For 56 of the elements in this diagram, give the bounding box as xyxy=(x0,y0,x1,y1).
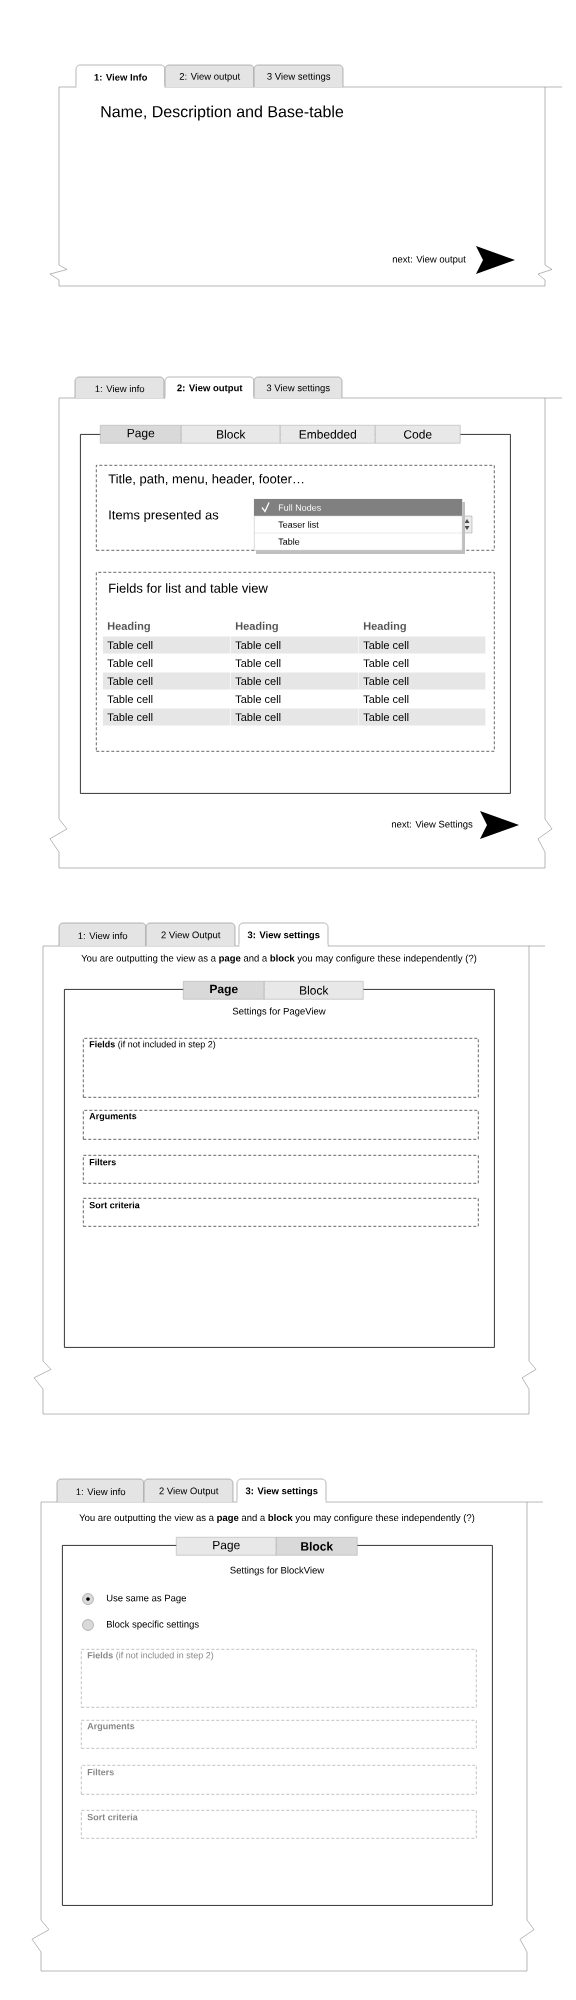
field-group-box: Fields (if not included in step 2) xyxy=(83,1038,479,1098)
segment-button: Block xyxy=(181,425,281,444)
table-cell: Table cell xyxy=(103,708,231,726)
segment-button: Page xyxy=(183,981,265,1000)
tab: 1: View info xyxy=(74,376,165,399)
table-cell: Table cell xyxy=(231,636,359,654)
table-cell: Table cell xyxy=(103,636,231,654)
tab: 3 View settings xyxy=(253,376,343,399)
field-group-box: Arguments xyxy=(83,1110,479,1140)
table-heading: Heading xyxy=(235,621,278,633)
segment-button: Page xyxy=(176,1537,277,1556)
table-cell: Table cell xyxy=(363,695,409,704)
table-cell: Table cell xyxy=(107,695,153,704)
tab: 1: View info xyxy=(56,1478,145,1503)
tab: 1: View info xyxy=(58,922,147,947)
segment-button: Page xyxy=(100,425,182,444)
table-cell: Table cell xyxy=(107,659,153,668)
tab: 2 View Output xyxy=(145,922,236,947)
table-cell: Table cell xyxy=(235,695,281,704)
intro-text: You are outputting the view as a page and a block you may configure these independently (?) xyxy=(79,1514,475,1523)
field-group-box: Sort criteria xyxy=(83,1198,479,1227)
field-group-box: Sort criteria xyxy=(81,1810,477,1839)
table-cell: Table cell xyxy=(235,659,281,668)
segment-button: Block xyxy=(276,1537,358,1556)
dropdown-menu: Full Nodes Teaser list Table xyxy=(253,499,465,554)
tab: 2 View Output xyxy=(143,1478,234,1503)
tab: 3: View settings xyxy=(238,922,329,948)
field-group-box: Filters xyxy=(83,1155,479,1184)
field-group-box: Fields (if not included in step 2) xyxy=(81,1649,477,1708)
segment-button: Embedded xyxy=(280,425,376,444)
table-cell: Table cell xyxy=(359,708,486,726)
table-cell: Table cell xyxy=(363,659,409,668)
next-step-text: next: View Settings xyxy=(391,820,473,830)
field-group-box: Arguments xyxy=(81,1720,477,1749)
table-cell: Table cell xyxy=(231,708,359,726)
segment-button: Block xyxy=(264,981,364,1000)
node-label: Block specific settings xyxy=(106,1620,199,1630)
tab: 2: View output xyxy=(164,64,255,88)
node-label: Use same as Page xyxy=(106,1594,187,1604)
table-cell: Table cell xyxy=(359,636,486,654)
radio-option: Use same as Page xyxy=(82,1593,187,1605)
tab: 2: View output xyxy=(164,376,255,400)
next-step-text: next: View output xyxy=(392,255,466,265)
table-cell: Table cell xyxy=(231,672,359,690)
tab: 3: View settings xyxy=(236,1478,327,1504)
tab: 1: View Info xyxy=(75,64,166,89)
tab: 3 View settings xyxy=(253,64,344,88)
field-group-box: Filters xyxy=(81,1765,477,1795)
segment-button: Code xyxy=(375,425,461,444)
heading: Name, Description and Base-table xyxy=(101,105,344,121)
radio-option: Block specific settings xyxy=(82,1619,199,1631)
table-cell: Table cell xyxy=(359,672,486,690)
table-cell: Table cell xyxy=(103,672,231,690)
intro-text: You are outputting the view as a page and a block you may configure these independently (?) xyxy=(81,954,477,964)
table-heading: Heading xyxy=(363,621,406,633)
table-heading: Heading xyxy=(107,621,150,633)
